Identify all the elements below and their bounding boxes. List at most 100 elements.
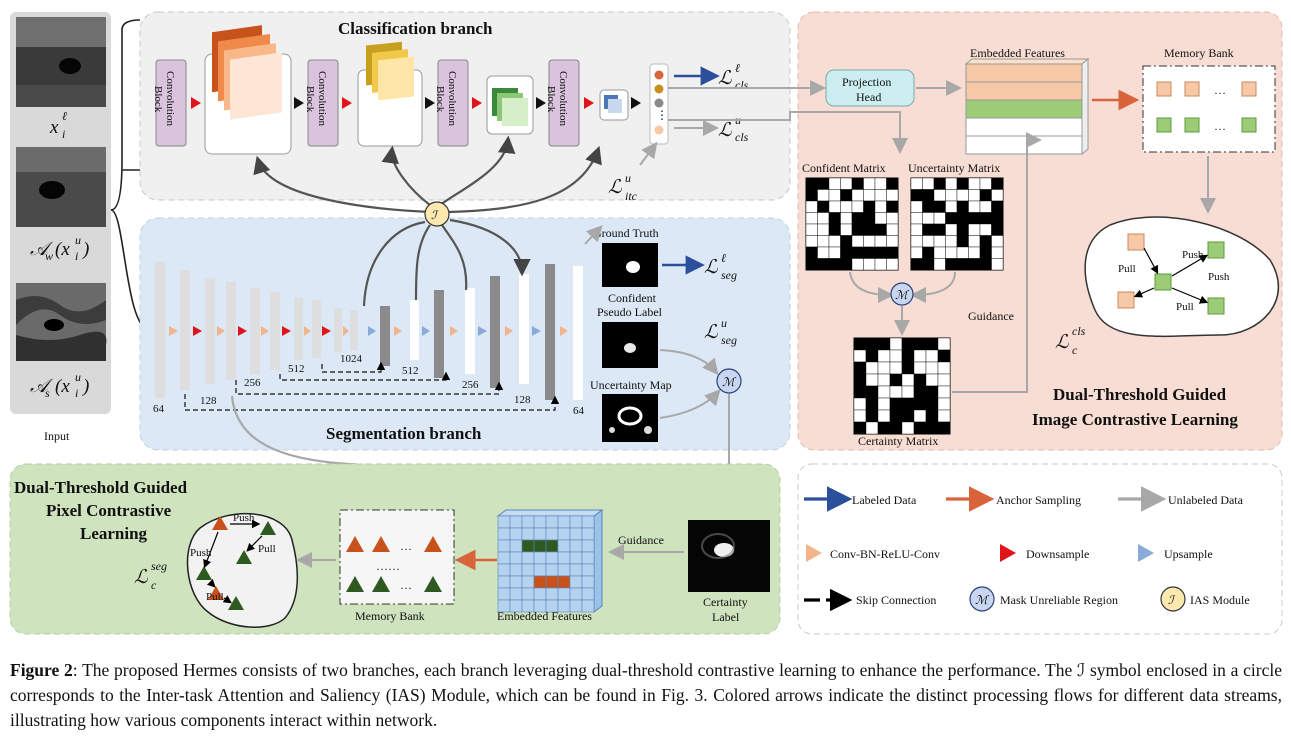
matrix-cell	[889, 385, 903, 399]
matrix-cell	[922, 258, 935, 271]
matrix-cell	[968, 258, 981, 271]
matrix-cell	[910, 200, 923, 213]
matrix-cell	[910, 177, 923, 190]
matrix-cell	[865, 421, 879, 435]
matrix-cell	[991, 235, 1004, 248]
svg-text:Convolution: Convolution	[557, 71, 569, 127]
svg-text:cls: cls	[1072, 324, 1086, 338]
feature-cell	[521, 515, 535, 529]
matrix-cell	[817, 223, 830, 236]
matrix-cell	[853, 373, 867, 387]
feature-cell	[533, 551, 547, 565]
feature-cell	[557, 539, 571, 553]
feature-cell	[569, 539, 583, 553]
matrix-cell	[922, 177, 935, 190]
matrix-cell	[922, 223, 935, 236]
matrix-cell	[889, 397, 903, 411]
figure-label: Figure 2	[10, 660, 73, 680]
svg-text:Block: Block	[434, 86, 446, 113]
class-output-vector: ⋮	[649, 63, 669, 145]
matrix-cell	[863, 258, 876, 271]
matrix-cell	[851, 223, 864, 236]
feature-cube-top	[496, 509, 604, 517]
matrix-cell	[805, 212, 818, 225]
svg-text:i: i	[75, 386, 78, 400]
matrix-cell	[913, 409, 927, 423]
legend: Labeled Data Anchor Sampling Unlabeled D…	[797, 463, 1283, 635]
matrix-cell	[968, 189, 981, 202]
matrix-cell	[956, 235, 969, 248]
matrix-cell	[991, 212, 1004, 225]
feature-cell	[521, 527, 535, 541]
matrix-cell	[913, 361, 927, 375]
matrix-cell	[889, 361, 903, 375]
matrix-cell	[901, 409, 915, 423]
feature-cell	[509, 515, 523, 529]
svg-text:Pull: Pull	[206, 591, 224, 603]
matrix-cell	[874, 258, 887, 271]
svg-text:⋮: ⋮	[656, 108, 668, 122]
svg-text:512: 512	[288, 363, 305, 375]
svg-text:Conv-BN-ReLU-Conv: Conv-BN-ReLU-Conv	[830, 547, 940, 561]
matrix-cell	[979, 177, 992, 190]
svg-text:Confident: Confident	[608, 291, 657, 305]
matrix-cell	[877, 373, 891, 387]
matrix-cell	[979, 246, 992, 259]
matrix-cell	[840, 200, 853, 213]
feature-cell	[533, 563, 547, 577]
matrix-cell	[925, 397, 939, 411]
feature-cell	[545, 539, 559, 553]
matrix-cell	[968, 246, 981, 259]
svg-text:Mask Unreliable Region: Mask Unreliable Region	[1000, 593, 1118, 607]
svg-text:): )	[82, 376, 89, 397]
matrix-cell	[991, 189, 1004, 202]
svg-text:Image Contrastive Learning: Image Contrastive Learning	[1032, 410, 1238, 429]
svg-text:ℐ: ℐ	[431, 208, 439, 222]
feature-cell	[497, 551, 511, 565]
matrix-cell	[937, 421, 951, 435]
embedded-features-stack	[964, 57, 1090, 156]
feature-cell	[533, 587, 547, 601]
feature-cell	[521, 587, 535, 601]
svg-text:c: c	[151, 578, 157, 592]
matrix-cell	[956, 223, 969, 236]
matrix-cell	[913, 373, 927, 387]
matrix-cell	[886, 223, 899, 236]
matrix-cell	[828, 212, 841, 225]
matrix-cell	[945, 223, 958, 236]
matrix-cell	[877, 385, 891, 399]
matrix-cell	[877, 361, 891, 375]
matrix-cell	[853, 349, 867, 363]
conv-block: Convolution Block	[434, 59, 469, 147]
figure-caption: Figure 2: The proposed Hermes consists o…	[10, 658, 1282, 733]
svg-text:cls: cls	[735, 130, 749, 144]
matrix-cell	[828, 258, 841, 271]
confident-matrix	[805, 177, 899, 271]
svg-text:128: 128	[200, 395, 217, 407]
matrix-cell	[933, 235, 946, 248]
svg-text:Pull: Pull	[258, 543, 276, 555]
matrix-cell	[840, 177, 853, 190]
guidance-label: Guidance	[968, 309, 1014, 323]
svg-text:ℓ: ℓ	[735, 61, 740, 75]
matrix-cell	[968, 235, 981, 248]
feature-cell	[533, 575, 547, 589]
matrix-cell	[805, 258, 818, 271]
svg-text:ℳ: ℳ	[895, 288, 910, 302]
svg-text:Block: Block	[545, 86, 557, 113]
feature-cell	[497, 563, 511, 577]
certainty-matrix-label: Certainty Matrix	[858, 434, 938, 448]
image-contrast-blob: Pull Push Push Pull	[1084, 216, 1280, 338]
matrix-cell	[851, 177, 864, 190]
projection-head: Projection Head	[825, 69, 915, 107]
caption-text: : The proposed Hermes consists of two br…	[10, 660, 1282, 730]
memory-bank-image: … …	[1142, 65, 1276, 153]
matrix-cell	[945, 212, 958, 225]
matrix-cell	[933, 258, 946, 271]
matrix-cell	[805, 246, 818, 259]
feature-cell	[581, 539, 595, 553]
svg-text:Push: Push	[1208, 271, 1230, 283]
matrix-cell	[840, 223, 853, 236]
svg-text:…: …	[400, 578, 412, 592]
matrix-cell	[922, 212, 935, 225]
